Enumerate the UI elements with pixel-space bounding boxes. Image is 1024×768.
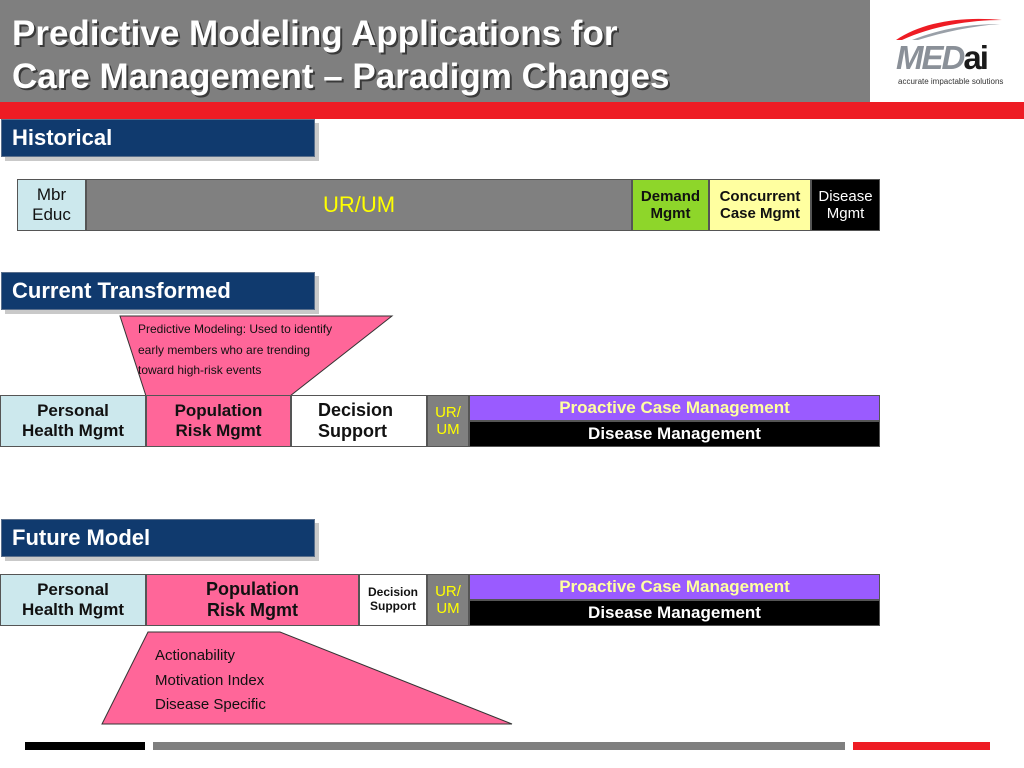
- section-header-historical: Historical: [1, 119, 315, 157]
- future-urum-cell: UR/UM: [427, 574, 469, 626]
- future-callout: Actionability Motivation Index Disease S…: [155, 647, 266, 713]
- logo-tagline: accurate impactable solutions: [898, 77, 1004, 86]
- section-header-future: Future Model: [1, 519, 315, 557]
- section-header-current: Current Transformed: [1, 272, 315, 310]
- current-disease-management-cell: Disease Management: [469, 421, 880, 447]
- page-title: Predictive Modeling Applications for Car…: [12, 12, 862, 98]
- logo-wordmark: MEDai: [896, 39, 989, 76]
- footer-red-bar: [853, 742, 990, 750]
- footer-gray-bar: [153, 742, 845, 750]
- future-proactive-case-cell: Proactive Case Management: [469, 574, 880, 600]
- future-disease-management-cell: Disease Management: [469, 600, 880, 626]
- future-callout-shape: [101, 631, 513, 725]
- title-line-1: Predictive Modeling Applications for: [12, 14, 618, 53]
- current-urum-cell: UR/UM: [427, 395, 469, 447]
- predictive-modeling-callout: Predictive Modeling: Used to identify ea…: [138, 322, 333, 377]
- header-red-rule: [0, 102, 1024, 119]
- current-proactive-case-cell: Proactive Case Management: [469, 395, 880, 421]
- header-band: [0, 0, 870, 102]
- medai-logo: MEDai accurate impactable solutions: [870, 0, 1024, 102]
- title-line-2: Care Management – Paradigm Changes: [12, 57, 670, 96]
- logo-swoosh-icon: [896, 18, 1002, 40]
- footer-black-bar: [25, 742, 145, 750]
- historical-urum-cell: UR/UM: [86, 179, 632, 231]
